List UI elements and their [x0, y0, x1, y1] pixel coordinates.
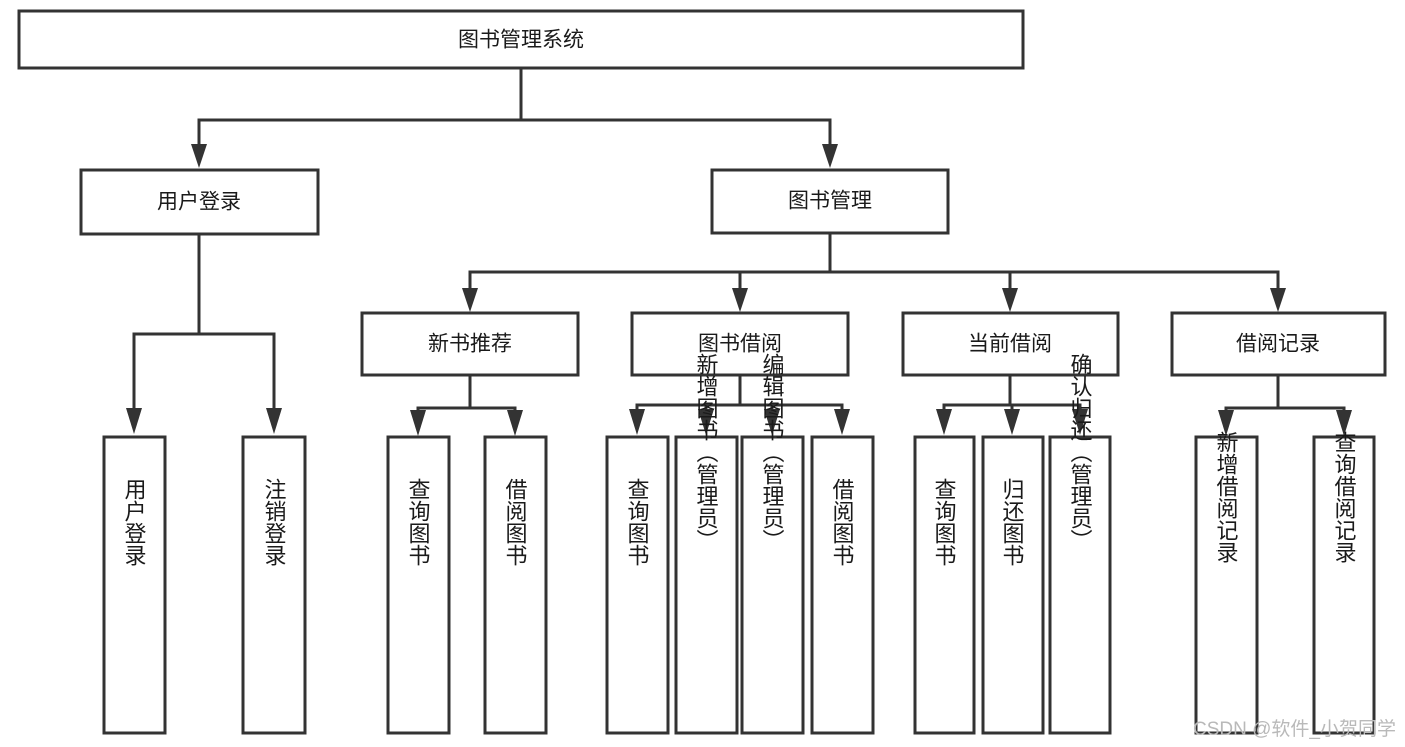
arrow-head-leaf-query-book-3: [936, 409, 952, 435]
node-leaf-query-book-3-label: 查询图书: [932, 478, 957, 566]
node-leaf-add-book[interactable]: 新增图书（管理员）: [674, 353, 739, 735]
node-user-login-label: 用户登录: [157, 191, 241, 214]
node-leaf-logout[interactable]: 注销登录: [241, 435, 307, 735]
node-leaf-add-record-box[interactable]: [1194, 435, 1259, 735]
node-book-borrow-box[interactable]: [630, 311, 850, 377]
node-book-manage-box[interactable]: [710, 168, 950, 235]
node-leaf-edit-book-label: 编辑图书（管理员）: [760, 353, 785, 551]
node-leaf-confirm-return[interactable]: 确认归还（管理员）: [1048, 353, 1112, 735]
edges-layer: [126, 66, 1352, 436]
arrow-head-user-login: [191, 144, 207, 168]
node-leaf-query-book-1-label: 查询图书: [406, 478, 431, 566]
node-book-manage[interactable]: 图书管理: [710, 168, 950, 235]
node-leaf-query-book-1-box[interactable]: [386, 435, 451, 735]
node-leaf-return-book[interactable]: 归还图书: [981, 435, 1045, 735]
arrow-head-leaf-edit-book: [764, 409, 780, 435]
node-book-borrow-label: 图书借阅: [698, 333, 782, 356]
node-borrow-record-box[interactable]: [1170, 311, 1387, 377]
node-leaf-user-login-label: 用户登录: [122, 478, 147, 566]
arrow-head-new-book-rec: [462, 288, 478, 312]
node-leaf-query-book-3-box[interactable]: [913, 435, 976, 735]
node-leaf-logout-label: 注销登录: [262, 478, 287, 566]
arrow-head-leaf-query-book-2: [629, 409, 645, 435]
arrow-head-leaf-logout: [266, 408, 282, 434]
node-leaf-edit-book-box[interactable]: [740, 435, 805, 735]
node-leaf-confirm-return-label: 确认归还（管理员）: [1068, 353, 1093, 551]
arrow-head-leaf-user-login: [126, 408, 142, 434]
node-leaf-user-login-box[interactable]: [102, 435, 167, 735]
node-leaf-query-record[interactable]: 查询借阅记录: [1312, 431, 1376, 735]
node-current-borrow-label: 当前借阅: [968, 333, 1052, 356]
node-new-book-rec-label: 新书推荐: [428, 333, 512, 356]
node-leaf-borrow-book-2-box[interactable]: [810, 435, 875, 735]
node-leaf-query-record-label: 查询借阅记录: [1332, 431, 1357, 563]
arrow-head-book-borrow: [732, 288, 748, 312]
node-leaf-borrow-book-2-label: 借阅图书: [830, 478, 855, 566]
node-leaf-add-record[interactable]: 新增借阅记录: [1194, 431, 1259, 735]
arrow-head-current-borrow: [1002, 288, 1018, 312]
node-leaf-return-book-box[interactable]: [981, 435, 1045, 735]
node-leaf-borrow-book-1[interactable]: 借阅图书: [483, 435, 548, 735]
arrow-head-leaf-add-record: [1218, 410, 1234, 436]
node-leaf-query-book-2-label: 查询图书: [625, 478, 650, 566]
node-new-book-rec-box[interactable]: [360, 311, 580, 377]
arrow-head-leaf-borrow-book-2: [834, 409, 850, 435]
node-book-manage-label: 图书管理: [788, 190, 872, 213]
node-user-login-box[interactable]: [79, 168, 320, 236]
node-new-book-rec[interactable]: 新书推荐: [360, 311, 580, 377]
node-leaf-add-book-label: 新增图书（管理员）: [694, 353, 719, 551]
node-leaf-query-book-2[interactable]: 查询图书: [605, 435, 670, 735]
node-leaf-query-book-3[interactable]: 查询图书: [913, 435, 976, 735]
node-leaf-query-book-1[interactable]: 查询图书: [386, 435, 451, 735]
node-leaf-logout-box[interactable]: [241, 435, 307, 735]
arrow-head-leaf-query-record: [1336, 410, 1352, 436]
node-leaf-return-book-label: 归还图书: [1000, 478, 1025, 566]
node-user-login[interactable]: 用户登录: [79, 168, 320, 236]
node-leaf-edit-book[interactable]: 编辑图书（管理员）: [740, 353, 805, 735]
node-leaf-query-record-box[interactable]: [1312, 435, 1376, 735]
arrow-head-book-manage: [822, 144, 838, 168]
arrow-head-leaf-confirm-return: [1072, 409, 1088, 435]
arrow-head-leaf-borrow-book-1: [507, 410, 523, 436]
node-leaf-borrow-book-2[interactable]: 借阅图书: [810, 435, 875, 735]
node-borrow-record-label: 借阅记录: [1236, 333, 1320, 356]
node-root-label: 图书管理系统: [458, 29, 584, 52]
node-borrow-record[interactable]: 借阅记录: [1170, 311, 1387, 377]
arrow-head-leaf-add-book: [698, 409, 714, 435]
arrow-head-leaf-query-book-1: [410, 410, 426, 436]
node-leaf-add-record-label: 新增借阅记录: [1214, 431, 1239, 563]
csdn-watermark: CSDN @软件_小贺同学: [1193, 718, 1396, 740]
node-current-borrow-box[interactable]: [901, 311, 1120, 377]
node-leaf-borrow-book-1-box[interactable]: [483, 435, 548, 735]
node-leaf-confirm-return-box[interactable]: [1048, 435, 1112, 735]
node-leaf-add-book-box[interactable]: [674, 435, 739, 735]
node-leaf-borrow-book-1-label: 借阅图书: [503, 478, 528, 566]
node-current-borrow[interactable]: 当前借阅: [901, 311, 1120, 377]
node-leaf-query-book-2-box[interactable]: [605, 435, 670, 735]
node-leaf-user-login[interactable]: 用户登录: [102, 435, 167, 735]
node-root-box[interactable]: [17, 9, 1025, 70]
node-book-borrow[interactable]: 图书借阅: [630, 311, 850, 377]
arrow-head-borrow-record: [1270, 288, 1286, 312]
arrow-head-leaf-return-book: [1004, 409, 1020, 435]
node-root[interactable]: 图书管理系统: [17, 9, 1025, 70]
